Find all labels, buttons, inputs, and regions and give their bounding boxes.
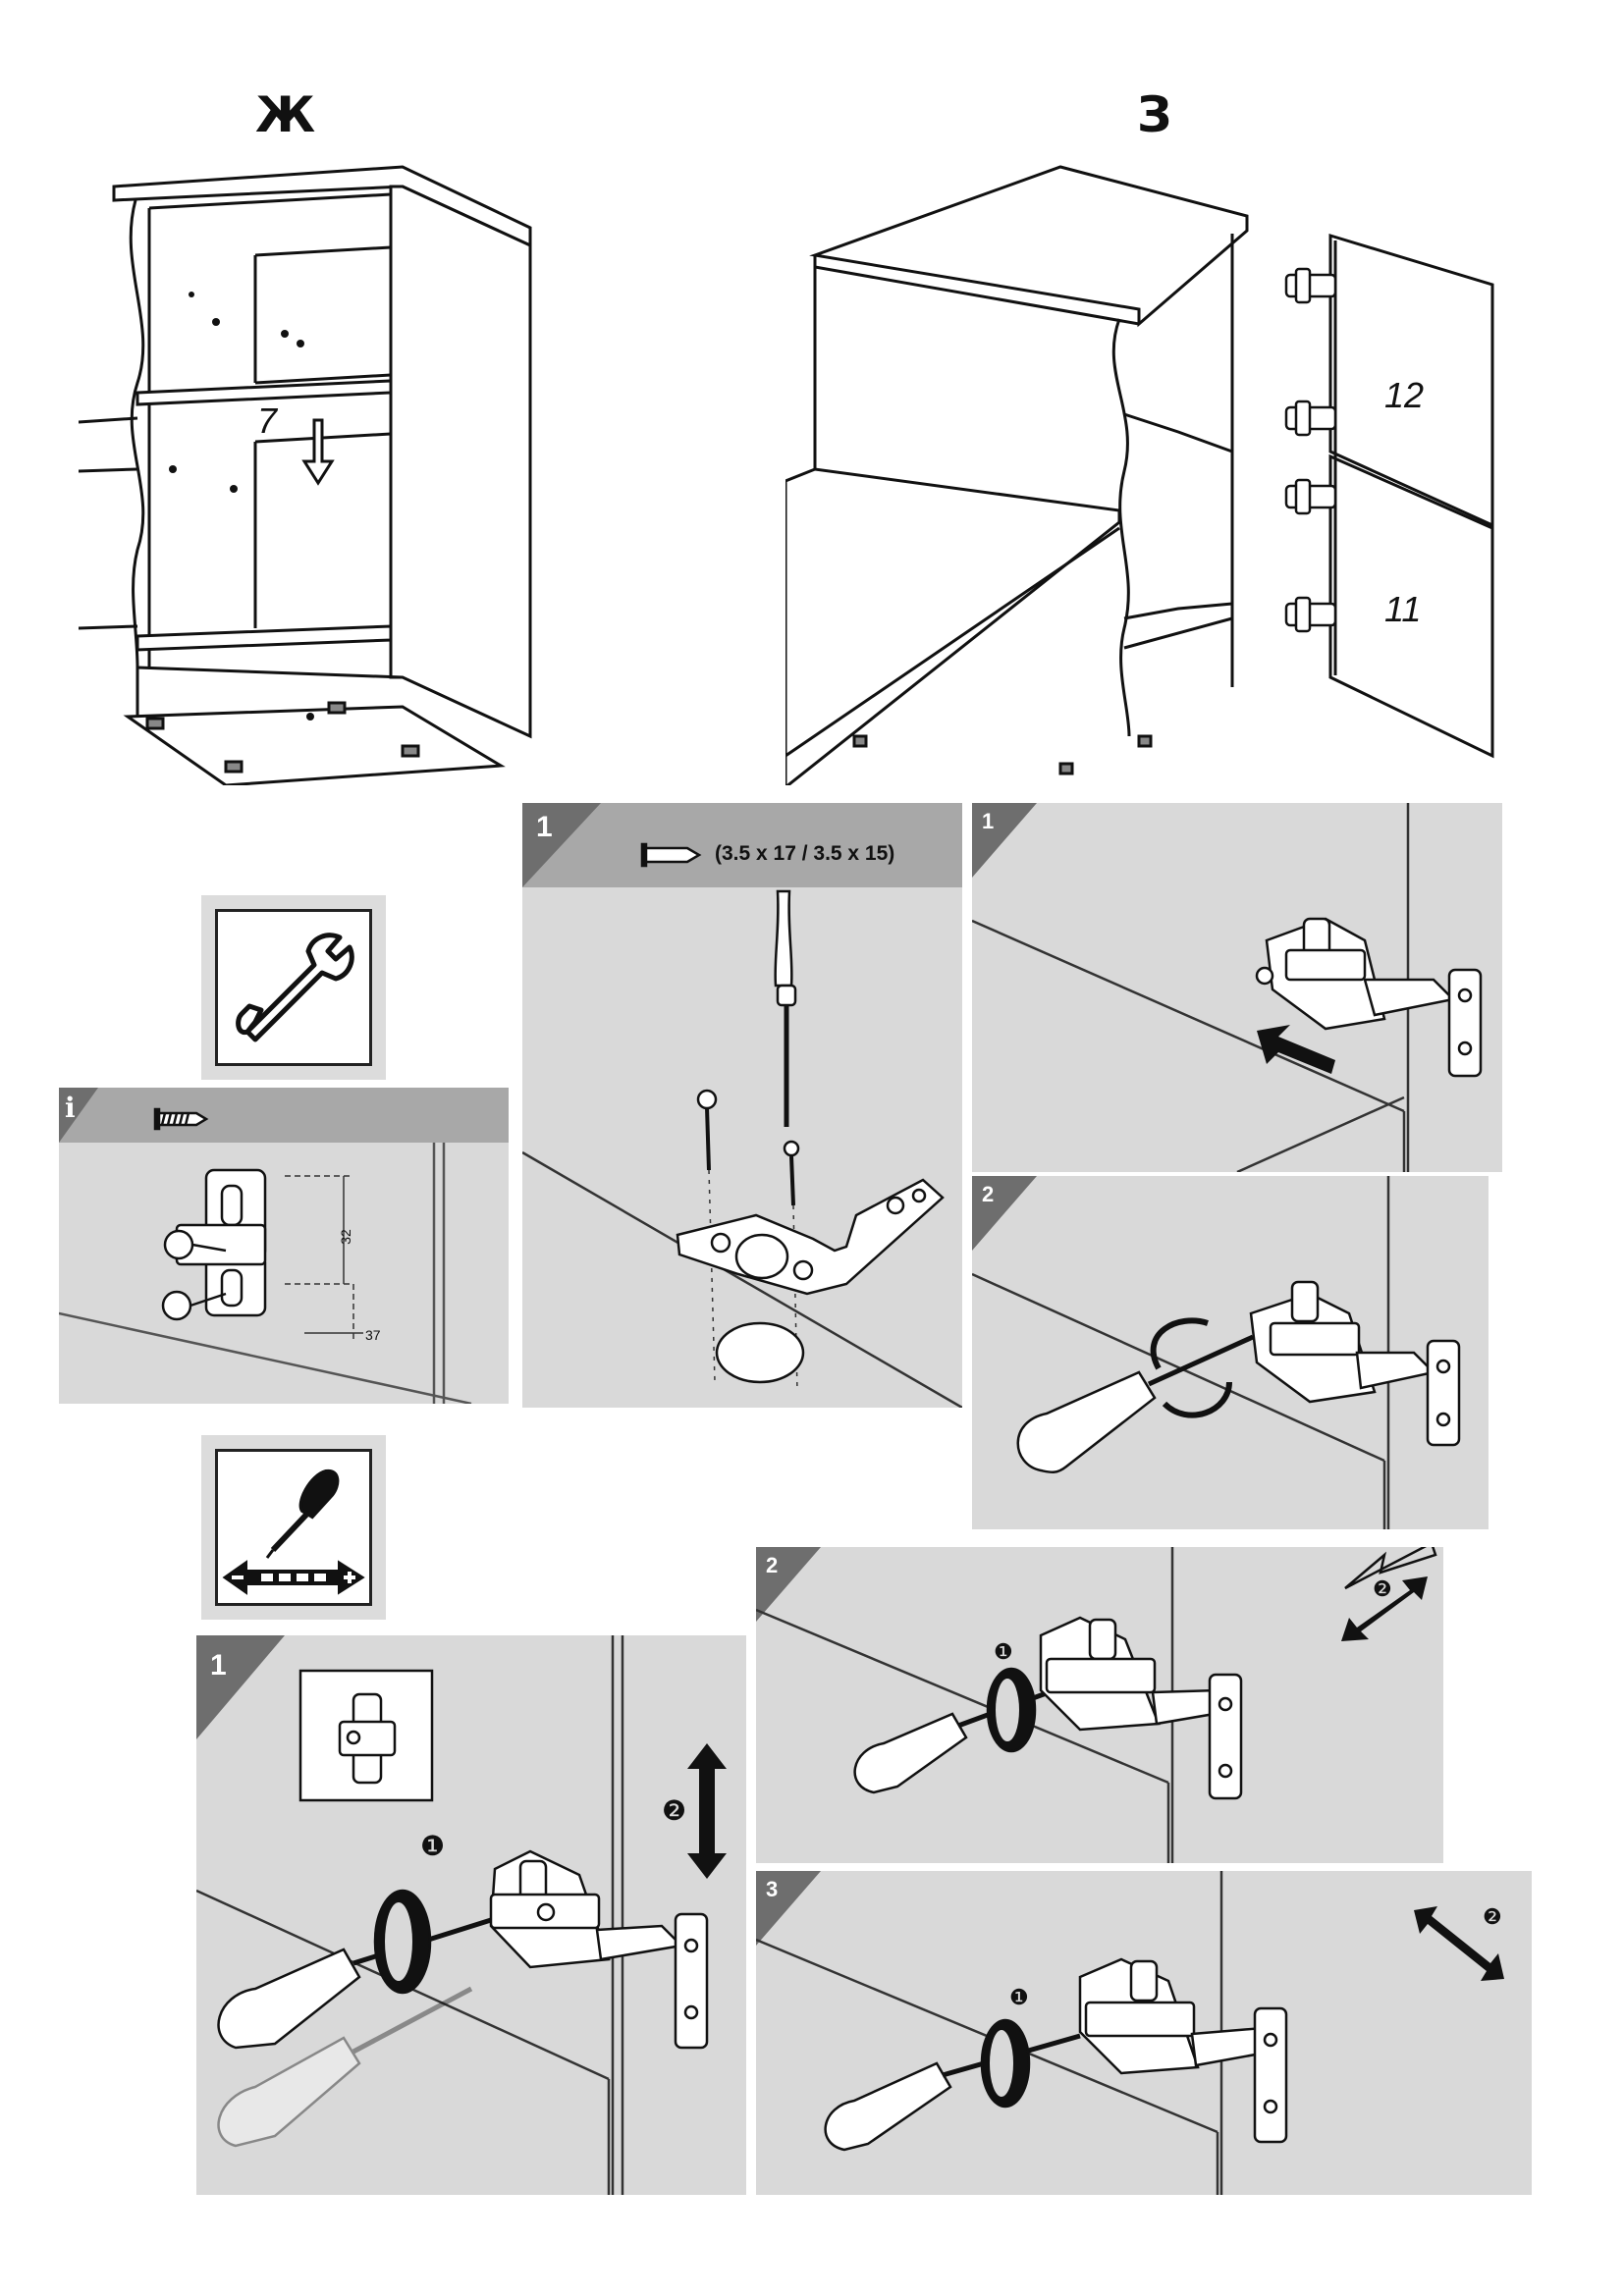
cabinet-drawing-zh	[79, 165, 532, 785]
adjust-2-circle-2: ❷	[1373, 1576, 1392, 1601]
screw-step-number: 1	[536, 811, 553, 843]
mount-step-1: 1	[982, 809, 995, 833]
hinge-mount-diagram-1	[972, 803, 1483, 1172]
hinge-mount-diagram-2	[972, 1176, 1461, 1529]
adjust-panel-2: 2 ❷ ❶	[756, 1547, 1443, 1863]
cabinet-drawing-z	[785, 165, 1494, 785]
adjust-1-circle-1: ❶	[420, 1831, 446, 1861]
adjust-2-circle-1: ❶	[994, 1639, 1013, 1664]
adjust-diagram-1	[196, 1635, 727, 2195]
adjust-step-1: 1	[210, 1649, 227, 1682]
adjust-1-circle-2: ❷	[662, 1795, 687, 1826]
hinge-mount-panel-2: 2	[972, 1176, 1489, 1529]
screw-mount-diagram	[522, 803, 962, 1408]
door-number-12: 12	[1384, 375, 1425, 415]
screw-spec-text: (3.5 x 17 / 3.5 x 15)	[715, 842, 895, 865]
adjust-panel-3: 3 ❷ ❶	[756, 1871, 1532, 2195]
hinge-mount-panel-1: 1	[972, 803, 1502, 1172]
step-letter-zh: Ж	[255, 86, 316, 143]
adjust-panel-1: 1 ❷ ❶	[196, 1635, 746, 2195]
adjust-diagram-3	[756, 1871, 1504, 2195]
info-panel: i 32 37	[59, 1088, 509, 1404]
adjust-diagram-2	[756, 1547, 1437, 1863]
panel-number-7: 7	[257, 400, 278, 441]
adjust-3-circle-2: ❷	[1483, 1904, 1502, 1929]
info-diagram	[59, 1088, 472, 1404]
step-letter-z: З	[1137, 86, 1172, 143]
screw-spec-icon	[640, 842, 702, 868]
wrench-icon-box	[201, 895, 386, 1080]
adjust-3-circle-1: ❶	[1009, 1985, 1029, 2009]
door-number-11: 11	[1384, 589, 1422, 629]
dimension-37: 37	[365, 1327, 381, 1343]
screw-icon	[153, 1107, 209, 1131]
wrench-icon	[236, 933, 354, 1042]
screwdriver-adjust-icon-box	[201, 1435, 386, 1620]
adjust-step-2: 2	[766, 1553, 779, 1577]
screwdriver-adjust-icon	[222, 1468, 365, 1595]
mount-step-2: 2	[982, 1182, 995, 1206]
dimension-32: 32	[337, 1229, 353, 1245]
screw-mount-panel: 1 (3.5 x 17 / 3.5 x 15)	[522, 803, 962, 1408]
info-marker: i	[65, 1092, 76, 1124]
adjust-step-3: 3	[766, 1877, 779, 1901]
